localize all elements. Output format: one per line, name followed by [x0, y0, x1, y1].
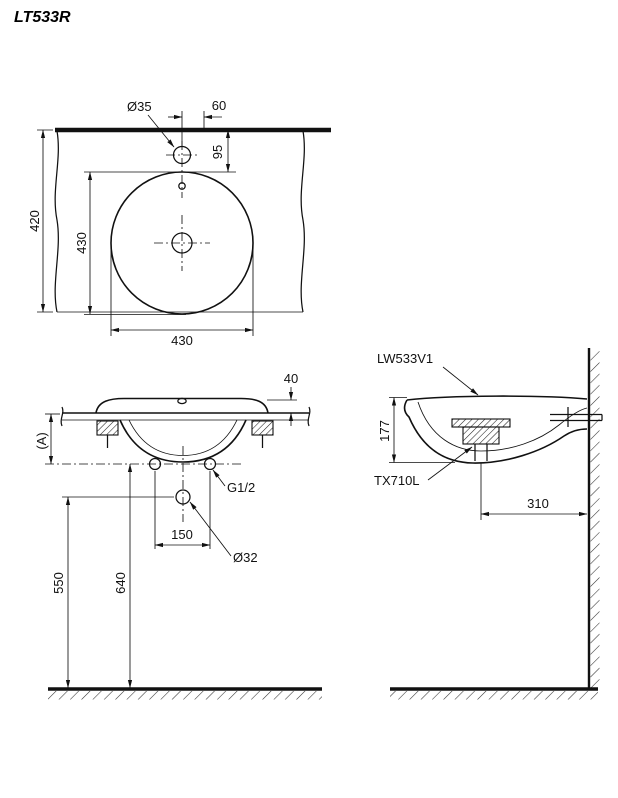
dim-label-177: 177: [377, 420, 392, 442]
break-line-left: [54, 130, 59, 313]
dim-label-550: 550: [51, 572, 66, 594]
drain-tailpipe: [474, 444, 488, 461]
drain-outlet: [175, 489, 191, 505]
leader-faucet-hole: [147, 114, 175, 148]
dim-label-40: 40: [284, 371, 298, 386]
dim-label-310: 310: [527, 496, 549, 511]
dim-label-430v: 430: [74, 232, 89, 254]
dim-label-60: 60: [212, 98, 226, 113]
faucet-centerlines: [166, 141, 198, 198]
drawing-title: LT533R: [14, 9, 71, 26]
mounting-bracket-right: [251, 420, 274, 436]
drain-centerlines: [154, 215, 210, 271]
faucet-hole-section: [177, 397, 187, 405]
bowl-outer-curve: [119, 419, 247, 463]
label-basin-model: LW533V1: [377, 351, 433, 366]
dim-label-A: (A): [34, 432, 49, 449]
drain-fitting-flange: [451, 418, 511, 428]
break-line-right: [300, 130, 305, 313]
bowl-inner-curve: [128, 419, 238, 456]
basin-rim-profile: [95, 397, 269, 414]
wall-hatch: [590, 351, 600, 688]
basin-outer-shell: [403, 399, 588, 464]
drain-fitting-body: [462, 426, 500, 445]
dim-label-430h: 430: [171, 333, 193, 348]
leader-g-half: [212, 469, 226, 487]
dim-label-420: 420: [27, 210, 42, 232]
floor-hatch: [390, 691, 598, 700]
label-g-half: G1/2: [227, 480, 255, 495]
leader-drain: [189, 501, 232, 557]
dim-label-95: 95: [210, 145, 225, 159]
dim-label-faucet-hole: Ø35: [127, 99, 152, 114]
leader-basin-model: [442, 366, 479, 396]
floor-hatch: [48, 691, 322, 700]
break-line-right: [307, 406, 311, 427]
ext-lines-430v: [84, 171, 236, 315]
bracket-bolts: [106, 435, 264, 448]
supply-pipe-to-wall: [550, 407, 603, 427]
label-drain-fitting-model: TX710L: [374, 473, 420, 488]
top-view: 420 430 430 95 60 Ø35: [27, 98, 331, 348]
dim-label-150: 150: [171, 527, 193, 542]
ext-lines-430h: [110, 246, 254, 336]
ext-lines-177: [389, 397, 455, 463]
front-view: 40 (A) G1/2 Ø32 150 640 550: [34, 371, 322, 700]
side-view: 177 LW533V1 TX710L 310: [374, 348, 603, 700]
break-line-left: [60, 406, 64, 427]
leader-drain-fitting: [427, 446, 473, 481]
basin-rim-top: [406, 395, 588, 401]
dim-label-640: 640: [113, 572, 128, 594]
ext-lines-150: [154, 471, 211, 549]
dim-label-drain: Ø32: [233, 550, 258, 565]
mounting-bracket-left: [96, 420, 119, 436]
basin-inner-bowl: [417, 401, 588, 452]
